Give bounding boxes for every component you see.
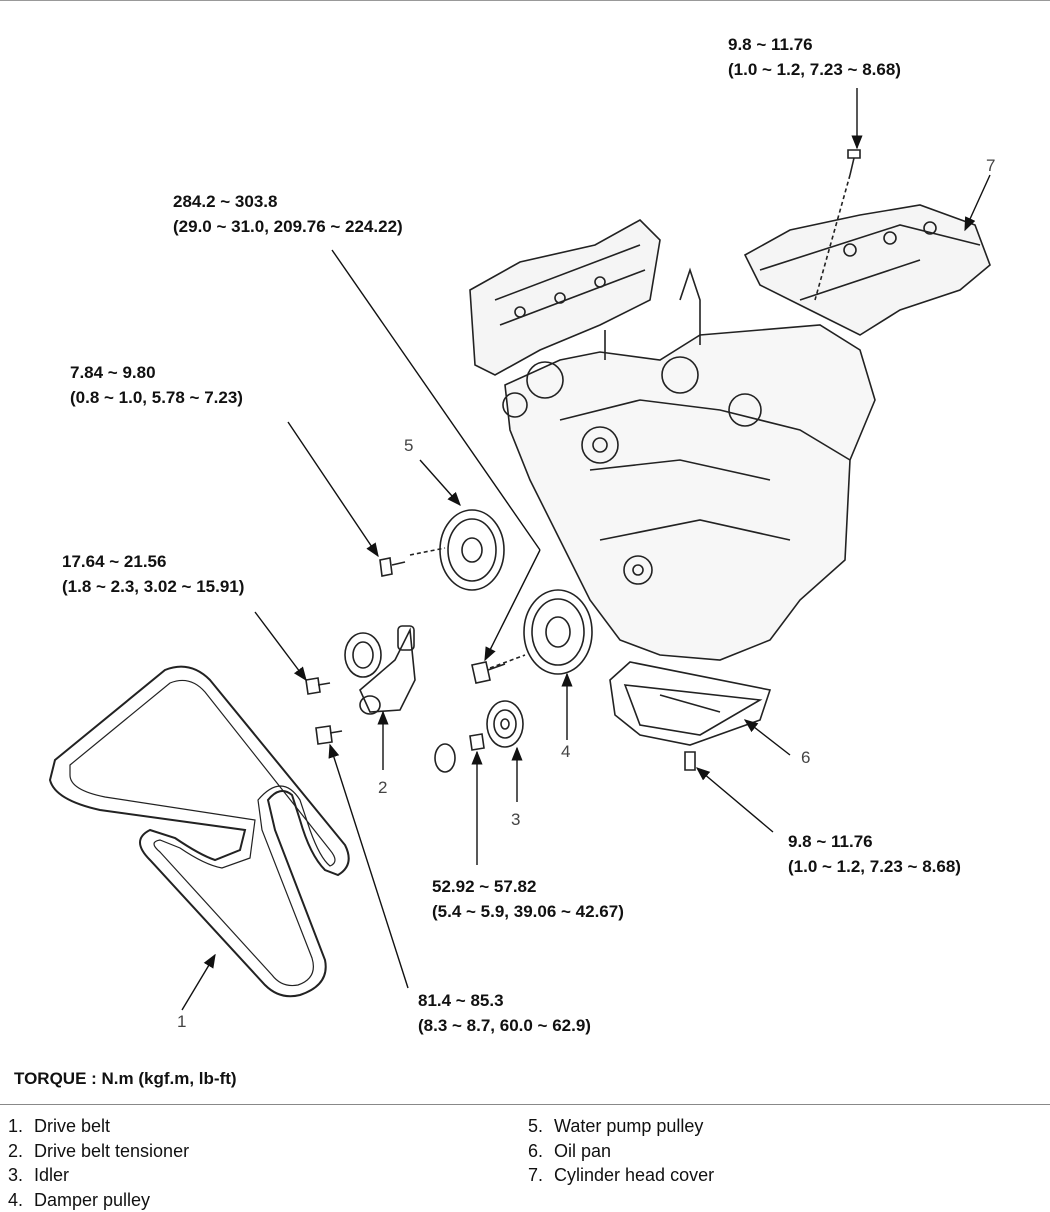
callout-1: 1 (177, 1012, 186, 1032)
torque-value-alt: (1.0 ~ 1.2, 7.23 ~ 8.68) (788, 854, 961, 879)
drive-belt (50, 667, 349, 997)
legend-item: 3.Idler (8, 1163, 189, 1188)
legend-divider (0, 1104, 1050, 1105)
torque-value: 17.64 ~ 21.56 (62, 549, 244, 574)
callout-5: 5 (404, 436, 413, 456)
torque-spec-pump-bolt: 7.84 ~ 9.80 (0.8 ~ 1.0, 5.78 ~ 7.23) (70, 360, 243, 410)
torque-value: 284.2 ~ 303.8 (173, 189, 403, 214)
torque-spec-pan-bolt: 9.8 ~ 11.76 (1.0 ~ 1.2, 7.23 ~ 8.68) (788, 829, 961, 879)
torque-value-alt: (5.4 ~ 5.9, 39.06 ~ 42.67) (432, 899, 624, 924)
legend-item: 4.Damper pulley (8, 1188, 189, 1212)
torque-spec-tensioner-mount: 81.4 ~ 85.3 (8.3 ~ 8.7, 60.0 ~ 62.9) (418, 988, 591, 1038)
water-pump-pulley (440, 510, 504, 590)
torque-value-alt: (1.0 ~ 1.2, 7.23 ~ 8.68) (728, 57, 901, 82)
torque-value-alt: (1.8 ~ 2.3, 3.02 ~ 15.91) (62, 574, 244, 599)
torque-value: 9.8 ~ 11.76 (788, 829, 961, 854)
legend-right: 5.Water pump pulley 6.Oil pan 7.Cylinder… (528, 1114, 714, 1188)
callout-6: 6 (801, 748, 810, 768)
torque-value: 7.84 ~ 9.80 (70, 360, 243, 385)
torque-value-alt: (29.0 ~ 31.0, 209.76 ~ 224.22) (173, 214, 403, 239)
legend-item: 1.Drive belt (8, 1114, 189, 1139)
torque-value: 52.92 ~ 57.82 (432, 874, 624, 899)
callout-4: 4 (561, 742, 570, 762)
legend-left: 1.Drive belt 2.Drive belt tensioner 3.Id… (8, 1114, 189, 1212)
torque-value-alt: (0.8 ~ 1.0, 5.78 ~ 7.23) (70, 385, 243, 410)
torque-spec-idler-bolt: 52.92 ~ 57.82 (5.4 ~ 5.9, 39.06 ~ 42.67) (432, 874, 624, 924)
torque-spec-cover-bolt: 9.8 ~ 11.76 (1.0 ~ 1.2, 7.23 ~ 8.68) (728, 32, 901, 82)
legend-item: 7.Cylinder head cover (528, 1163, 714, 1188)
torque-spec-damper-bolt: 284.2 ~ 303.8 (29.0 ~ 31.0, 209.76 ~ 224… (173, 189, 403, 239)
torque-value-alt: (8.3 ~ 8.7, 60.0 ~ 62.9) (418, 1013, 591, 1038)
torque-value: 81.4 ~ 85.3 (418, 988, 591, 1013)
torque-spec-tensioner-bolt: 17.64 ~ 21.56 (1.8 ~ 2.3, 3.02 ~ 15.91) (62, 549, 244, 599)
torque-unit-label: TORQUE : N.m (kgf.m, lb-ft) (14, 1069, 237, 1089)
cylinder-head-cover (745, 205, 990, 335)
legend-item: 5.Water pump pulley (528, 1114, 714, 1139)
callout-7: 7 (986, 156, 995, 176)
callout-2: 2 (378, 778, 387, 798)
idler (487, 701, 523, 747)
callout-3: 3 (511, 810, 520, 830)
torque-value: 9.8 ~ 11.76 (728, 32, 901, 57)
damper-pulley (524, 590, 592, 674)
legend-item: 6.Oil pan (528, 1139, 714, 1164)
legend-item: 2.Drive belt tensioner (8, 1139, 189, 1164)
